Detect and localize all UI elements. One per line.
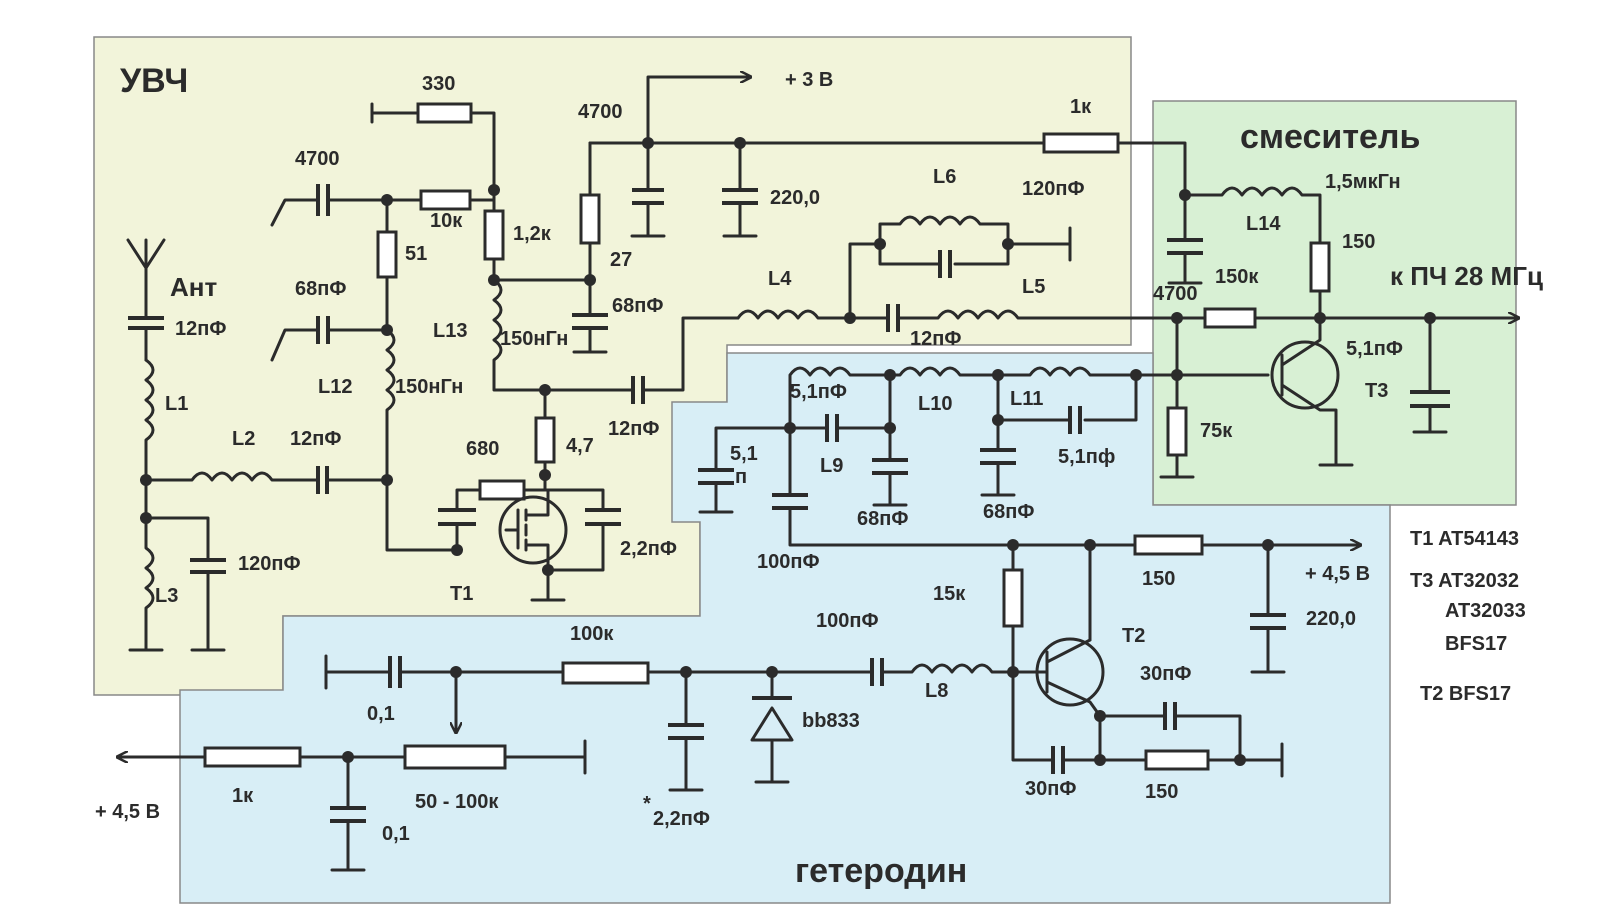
uhf-wiring bbox=[126, 77, 1187, 652]
label-c12-l5: 12пФ bbox=[910, 328, 961, 350]
label-r12k: 1,2к bbox=[513, 223, 552, 245]
label-c51-left-b: п bbox=[735, 466, 747, 488]
label-c12-l2: 12пФ bbox=[290, 428, 341, 450]
label-c30-top: 30пФ bbox=[1140, 663, 1191, 685]
label-l2: L2 bbox=[232, 428, 255, 450]
label-c100-l8: 100пФ bbox=[816, 610, 879, 632]
label-c51-l11: 5,1пф bbox=[1058, 446, 1115, 468]
label-c01-bot: 0,1 bbox=[382, 823, 410, 845]
label-c4700-left: 4700 bbox=[295, 148, 340, 170]
junction-dots bbox=[140, 137, 1436, 766]
label-c100-lo: 100пФ bbox=[757, 551, 820, 573]
part-t1: T1 AT54143 bbox=[1410, 528, 1519, 550]
label-c51-left-a: 5,1 bbox=[730, 443, 758, 465]
label-l12: L12 bbox=[318, 376, 352, 398]
label-r150-lo: 150 bbox=[1142, 568, 1175, 590]
label-l4: L4 bbox=[768, 268, 792, 290]
if-output-label: к ПЧ 28 МГц bbox=[1390, 261, 1543, 291]
mixer-wiring bbox=[1134, 186, 1518, 479]
label-l11: L11 bbox=[1010, 388, 1043, 410]
label-r680: 680 bbox=[466, 438, 499, 460]
label-l14-value: 1,5мкГн bbox=[1325, 171, 1401, 193]
label-pot: 50 - 100к bbox=[415, 791, 499, 813]
label-r1k-lo: 1к bbox=[232, 785, 254, 807]
label-l9: L9 bbox=[820, 455, 843, 477]
label-c220-top: 220,0 bbox=[770, 187, 820, 209]
label-l13: L13 bbox=[433, 320, 467, 342]
uhf-block-title: УВЧ bbox=[120, 62, 188, 100]
t3-label: T3 bbox=[1365, 380, 1388, 402]
label-l14: L14 bbox=[1246, 213, 1281, 235]
label-c68-uhf: 68пФ bbox=[612, 295, 663, 317]
lo-wiring bbox=[118, 366, 1360, 872]
label-r150-mix: 150 bbox=[1342, 231, 1375, 253]
label-c30-bot: 30пФ bbox=[1025, 778, 1076, 800]
label-r150k: 150к bbox=[1215, 266, 1259, 288]
label-l1: L1 bbox=[165, 393, 188, 415]
label-l13-value: 150нГн bbox=[500, 328, 568, 350]
label-r330: 330 bbox=[422, 73, 455, 95]
label-c22-t1: 2,2пФ bbox=[620, 538, 677, 560]
label-r100k: 100к bbox=[570, 623, 614, 645]
label-r75k: 75к bbox=[1200, 420, 1233, 442]
t1-label: T1 bbox=[450, 583, 473, 605]
label-c01-top: 0,1 bbox=[367, 703, 395, 725]
t2-label: T2 bbox=[1122, 625, 1145, 647]
label-c22-var-star: * bbox=[643, 793, 651, 815]
label-r1k-top: 1к bbox=[1070, 96, 1092, 118]
part-t3-alt2: BFS17 bbox=[1445, 633, 1507, 655]
label-c120-ant: 120пФ bbox=[238, 553, 301, 575]
mixer-block-title: смеситель bbox=[1240, 118, 1420, 156]
label-r47: 4,7 bbox=[566, 435, 594, 457]
label-c4700-top: 4700 bbox=[578, 101, 623, 123]
label-r150-e: 150 bbox=[1145, 781, 1178, 803]
label-c22-var: 2,2пФ bbox=[653, 808, 710, 830]
label-l12-value: 150нГн bbox=[395, 376, 463, 398]
label-varicap: bb833 bbox=[802, 710, 860, 732]
component-labels: 330 4700 4700 1к 220,0 L6 120пФ 10к 1,2к… bbox=[155, 73, 1403, 845]
part-t3-alt: AT32033 bbox=[1445, 600, 1526, 622]
label-c68-ant: 68пФ bbox=[295, 278, 346, 300]
plus-45v-right-label: + 4,5 В bbox=[1305, 563, 1370, 585]
label-l6: L6 bbox=[933, 166, 956, 188]
label-l8: L8 bbox=[925, 680, 948, 702]
label-r27: 27 bbox=[610, 249, 632, 271]
part-t3: T3 AT32032 bbox=[1410, 570, 1519, 592]
antenna-label: Ант bbox=[170, 272, 217, 302]
label-c68-l10: 68пФ bbox=[983, 501, 1034, 523]
label-c120-top: 120пФ bbox=[1022, 178, 1085, 200]
lo-block-title: гетеродин bbox=[795, 852, 967, 890]
label-c68-l9: 68пФ bbox=[857, 508, 908, 530]
label-c12-ant: 12пФ bbox=[175, 318, 226, 340]
label-c4700-mix: 4700 bbox=[1153, 283, 1198, 305]
label-c51-l9: 5,1пФ bbox=[790, 381, 847, 403]
label-l3: L3 bbox=[155, 585, 178, 607]
label-c51-out: 5,1пФ bbox=[1346, 338, 1403, 360]
plus-3v-label: + 3 В bbox=[785, 69, 833, 91]
label-r15k: 15к bbox=[933, 583, 966, 605]
label-c12-drain: 12пФ bbox=[608, 418, 659, 440]
label-c220-lo: 220,0 bbox=[1306, 608, 1356, 630]
part-t2: T2 BFS17 bbox=[1420, 683, 1511, 705]
label-l10: L10 bbox=[918, 393, 952, 415]
label-r10k: 10к bbox=[430, 210, 463, 232]
label-r51: 51 bbox=[405, 243, 427, 265]
plus-45v-left-label: + 4,5 В bbox=[95, 801, 160, 823]
label-l5: L5 bbox=[1022, 276, 1045, 298]
